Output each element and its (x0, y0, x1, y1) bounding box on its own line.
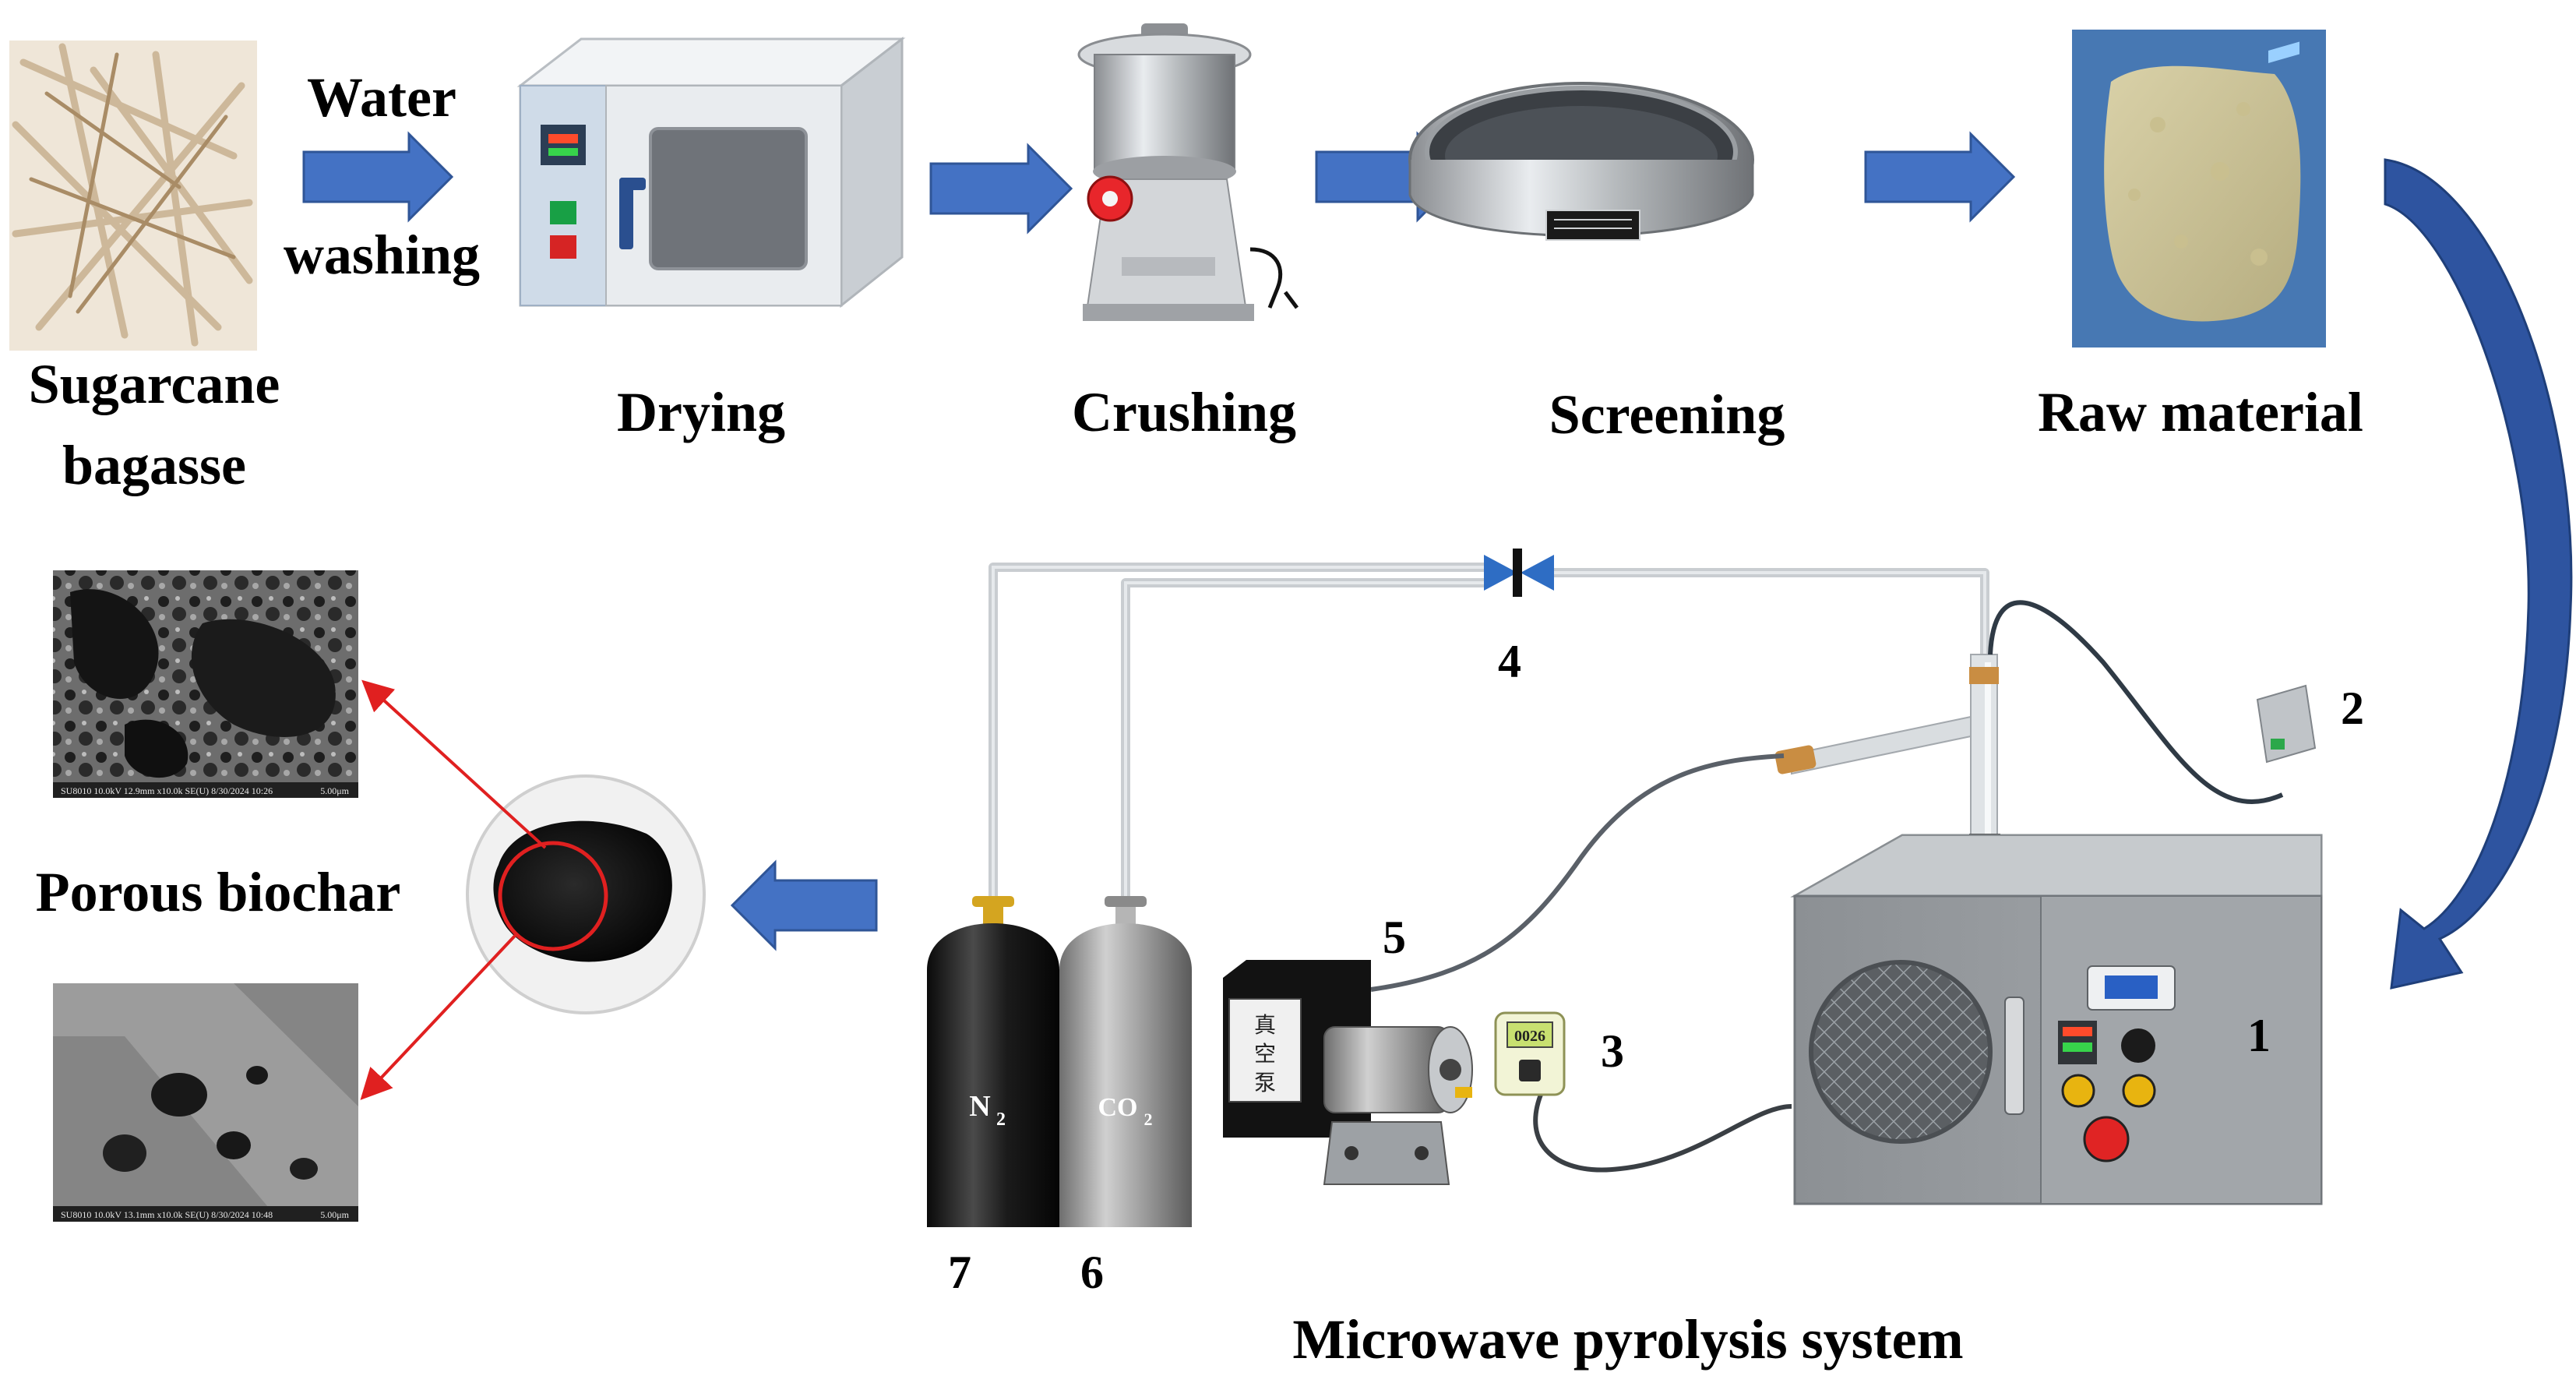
arrow-washing (302, 131, 454, 223)
sugarcane-bagasse-image (9, 41, 257, 351)
label-number-3: 3 (1601, 1025, 1624, 1077)
crusher-machine (1077, 23, 1299, 321)
pump-hose (1370, 753, 1785, 992)
power-cable (1533, 1089, 1792, 1173)
label-sugarcane-line1: Sugarcane (28, 353, 280, 415)
arrow-drying-to-crushing (929, 143, 1073, 235)
label-porous-biochar: Porous biochar (35, 861, 401, 923)
vacuum-pump: 真 空 泵 (1223, 960, 1473, 1185)
label-drying: Drying (617, 381, 785, 443)
arrow-to-biochar (730, 859, 878, 951)
pump-char-1: 真 (1254, 1013, 1276, 1038)
sem-pointers (360, 679, 547, 1100)
label-sugarcane-line2: bagasse (62, 434, 247, 496)
test-sieve (1408, 82, 1754, 241)
label-number-1: 1 (2247, 1010, 2271, 1061)
label-number-5: 5 (1383, 912, 1406, 963)
sem-top-caption: SU8010 10.0kV 12.9mm x10.0k SE(U) 8/30/2… (61, 785, 273, 796)
power-meter: 0026 (1494, 1011, 1566, 1096)
gas-pipes (988, 563, 1989, 910)
sem-top-scale: 5.00μm (320, 785, 349, 796)
co2-subscript: 2 (1144, 1110, 1153, 1129)
label-raw-material: Raw material (2038, 381, 2363, 443)
label-screening: Screening (1549, 383, 1785, 446)
co2-cylinder: CO 2 (1059, 896, 1192, 1227)
thermocouple-wire (1988, 600, 2284, 804)
label-water: Water (307, 66, 456, 129)
n2-subscript: 2 (996, 1110, 1006, 1130)
sem-bottom-caption: SU8010 10.0kV 13.1mm x10.0k SE(U) 8/30/2… (61, 1209, 273, 1220)
n2-label: N (969, 1090, 990, 1123)
label-microwave-pyrolysis-system: Microwave pyrolysis system (1292, 1308, 1964, 1371)
label-number-2: 2 (2341, 683, 2364, 734)
microwave-furnace (1790, 834, 2323, 1205)
co2-label: CO (1098, 1093, 1138, 1122)
biochar-dish (466, 774, 706, 1014)
n2-cylinder: N 2 (927, 896, 1059, 1227)
sem-image-top: SU8010 10.0kV 12.9mm x10.0k SE(U) 8/30/2… (53, 570, 358, 798)
temperature-controller (2256, 41, 2317, 764)
curved-arrow-to-furnace (2384, 158, 2573, 990)
label-crushing: Crushing (1071, 381, 1297, 443)
meter-reading: 0026 (1514, 1028, 1545, 1045)
drying-oven (516, 36, 906, 309)
label-number-6: 6 (1080, 1247, 1104, 1298)
label-washing: washing (283, 224, 481, 286)
pump-char-3: 泵 (1254, 1071, 1276, 1095)
valve (1484, 549, 1554, 597)
label-number-7: 7 (948, 1247, 971, 1298)
pump-char-2: 空 (1254, 1042, 1276, 1067)
raw-material-image (2072, 30, 2326, 348)
arrow-screening-to-raw (1864, 131, 2016, 223)
sem-image-bottom: SU8010 10.0kV 13.1mm x10.0k SE(U) 8/30/2… (53, 983, 358, 1222)
label-number-4: 4 (1498, 636, 1521, 687)
sem-bottom-scale: 5.00μm (320, 1209, 349, 1220)
